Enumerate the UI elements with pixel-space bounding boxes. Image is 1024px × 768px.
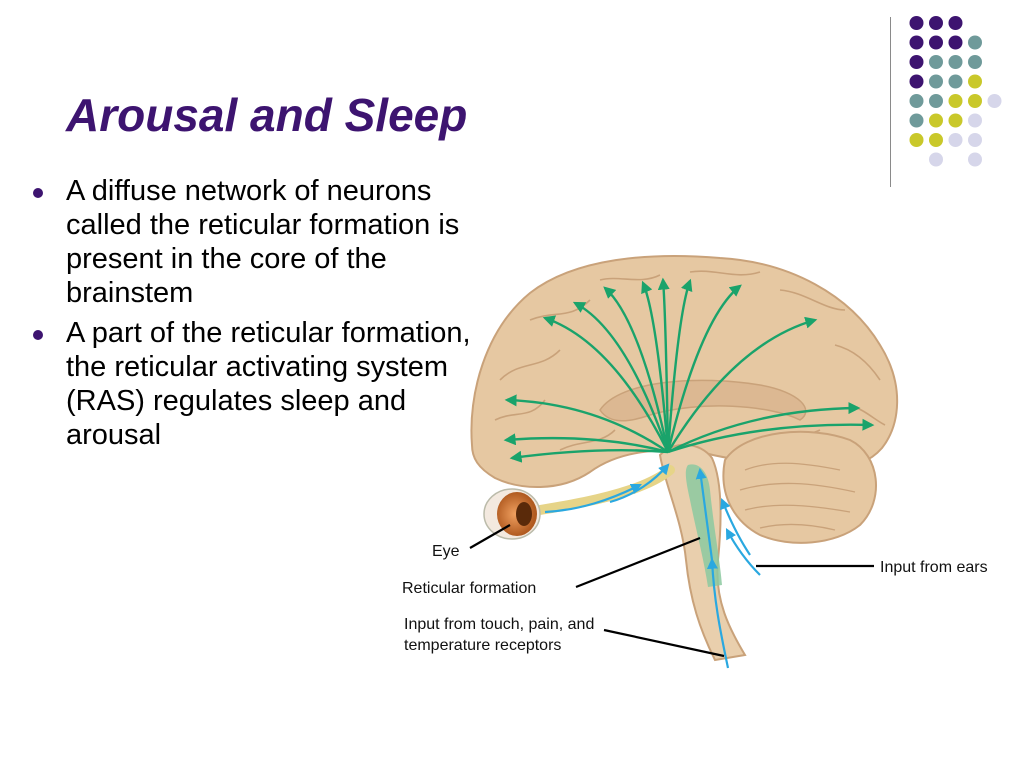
- bullet-marker: [33, 188, 43, 198]
- cerebrum-shape: [470, 254, 899, 489]
- decorative-dot: [948, 55, 963, 69]
- spinal-input-arrow: [706, 557, 730, 669]
- touch-leader-line: [603, 628, 725, 658]
- decorative-dot: [948, 133, 963, 147]
- decorative-dot: [929, 74, 943, 89]
- bullet-item: A diffuse network of neurons called the …: [30, 174, 500, 310]
- decorative-dot: [968, 74, 982, 89]
- sensory-input-arrows: [544, 463, 761, 669]
- slide-title: Arousal and Sleep: [66, 89, 468, 141]
- decorative-dot: [929, 94, 943, 108]
- decorative-dot: [909, 16, 924, 30]
- arousal-arrow: [572, 301, 670, 453]
- decorative-dot: [968, 133, 982, 147]
- decorative-dot-grid: [909, 16, 1002, 167]
- spinal-input-arrow-2: [695, 467, 714, 561]
- decorative-dot: [968, 35, 982, 50]
- decorative-dot: [948, 16, 963, 30]
- arousal-arrow: [641, 280, 670, 453]
- arousal-arrow: [503, 433, 669, 454]
- arousal-arrow: [542, 315, 670, 453]
- decorative-dot: [968, 113, 982, 128]
- decorative-dot: [968, 94, 982, 108]
- arousal-arrow: [603, 286, 670, 453]
- decorative-dot: [909, 133, 924, 147]
- decorative-dot: [909, 94, 924, 108]
- arousal-arrow: [667, 418, 875, 454]
- decorative-dot: [929, 16, 943, 30]
- bullet-item: A part of the reticular formation, the r…: [30, 316, 500, 452]
- ears-input-label: Input from ears: [880, 559, 988, 576]
- bullet-list: A diffuse network of neurons called the …: [30, 174, 500, 458]
- decorative-dot: [948, 94, 963, 108]
- bullet-marker: [33, 330, 43, 340]
- decorative-dot: [948, 35, 963, 50]
- touch-input-label: Input from touch, pain, and temperature …: [404, 616, 595, 654]
- arousal-arrow: [504, 394, 669, 453]
- reticular-leader-line: [575, 536, 701, 589]
- decorative-dot: [909, 74, 924, 89]
- eye-label: Eye: [432, 543, 460, 560]
- decorative-dot: [929, 35, 943, 50]
- reticular-formation-region: [685, 464, 722, 587]
- eye-input-arrow-2: [609, 463, 670, 504]
- decorative-dot: [968, 152, 982, 167]
- eye-illustration: [483, 488, 541, 540]
- decorative-dot: [987, 94, 1002, 108]
- arousal-arrow: [666, 316, 818, 453]
- arousal-arrow: [509, 449, 669, 463]
- decorative-dot: [929, 133, 943, 147]
- decorative-dot: [948, 113, 963, 128]
- divider-line: [890, 17, 891, 187]
- decorative-dot: [968, 55, 982, 69]
- eye-input-arrow: [544, 484, 642, 514]
- arousal-arrow: [657, 277, 670, 453]
- arousal-arrows: [503, 277, 875, 463]
- decorative-dot: [929, 55, 943, 69]
- eye-leader-line: [469, 524, 511, 549]
- decorative-dot: [909, 55, 924, 69]
- arousal-arrow: [667, 402, 861, 454]
- decorative-dot: [909, 113, 924, 128]
- decorative-dot: [929, 113, 943, 128]
- arousal-arrow: [666, 278, 693, 453]
- reticular-formation-label: Reticular formation: [402, 580, 537, 597]
- cerebellum-shape: [722, 430, 877, 544]
- bullet-text: A diffuse network of neurons called the …: [66, 175, 460, 309]
- decorative-dot: [909, 35, 924, 50]
- cerebellum-folds: [739, 462, 856, 531]
- decorative-dot: [929, 152, 943, 167]
- label-leader-lines: [469, 524, 874, 658]
- bullet-text: A part of the reticular formation, the r…: [66, 317, 471, 451]
- decorative-dot: [948, 74, 963, 89]
- arousal-arrow: [666, 284, 742, 453]
- ear-input-arrow-2: [725, 528, 761, 576]
